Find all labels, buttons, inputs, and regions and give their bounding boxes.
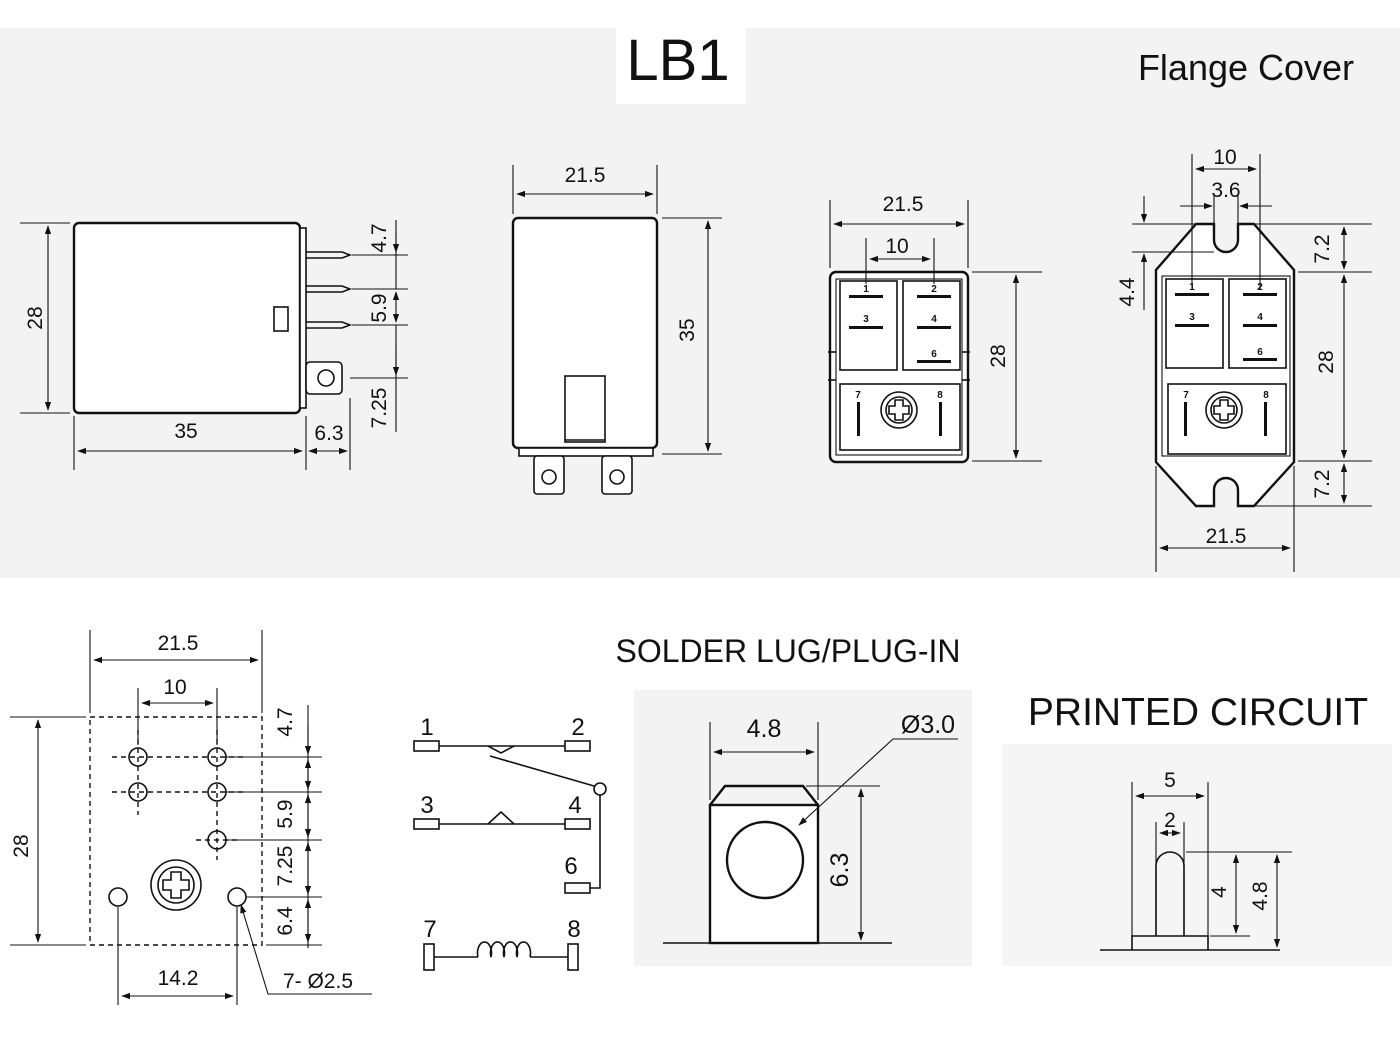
side-dim-4-7: 4.7 (368, 223, 391, 252)
bottom-dim-21-5: 21.5 (883, 193, 924, 216)
bottom-dim-10: 10 (885, 235, 908, 258)
fp-dim-10: 10 (163, 676, 186, 699)
solder-lug-label: SOLDER LUG/PLUG-IN (616, 633, 961, 669)
fp-dim-6-4: 6.4 (274, 906, 297, 936)
side-dim-7-25: 7.25 (368, 388, 391, 429)
fp-hole-note: 7- Ø2.5 (283, 970, 353, 993)
lug-dim-6-3: 6.3 (826, 853, 854, 888)
bottom-dim-28: 28 (987, 344, 1010, 367)
sch-pin-4: 4 (568, 792, 581, 819)
pcb-dim-2: 2 (1164, 809, 1176, 832)
sch-pin-3: 3 (420, 792, 433, 819)
pcb-panel (1002, 744, 1392, 966)
side-view: 28 35 6.3 4.7 5.9 7.25 (20, 220, 408, 470)
fp-dim-21-5: 21.5 (158, 632, 199, 655)
front-dim-35: 35 (676, 318, 699, 341)
flange-dim-7-2-top: 7.2 (1311, 234, 1334, 263)
lug-hole-dia: Ø3.0 (901, 711, 955, 739)
fp-dim-7-25: 7.25 (274, 846, 297, 887)
fv-pin-8: 8 (1263, 390, 1269, 401)
front-dim-21-5: 21.5 (565, 164, 606, 187)
printed-circuit-label: PRINTED CIRCUIT (1028, 691, 1368, 734)
flange-dim-7-2-bot: 7.2 (1311, 469, 1334, 498)
fv-pin-4: 4 (1257, 312, 1263, 323)
flange-dim-28: 28 (1315, 350, 1338, 373)
flange-dim-3-6: 3.6 (1211, 179, 1240, 202)
bv-pin-4: 4 (931, 314, 937, 325)
pcb-footprint: 21.5 10 28 4.7 5.9 7.25 6.4 14.2 7- Ø2 (10, 630, 372, 1005)
bv-pin-2: 2 (931, 284, 937, 295)
fv-pin-7: 7 (1183, 390, 1189, 401)
title-box (616, 20, 746, 104)
flange-dim-21-5: 21.5 (1206, 525, 1247, 548)
side-dim-6-3: 6.3 (314, 422, 343, 445)
fp-dim-28: 28 (10, 834, 33, 857)
sch-pin-8: 8 (567, 916, 580, 943)
sch-pin-2: 2 (571, 714, 584, 741)
bv-pin-1: 1 (863, 284, 869, 295)
solder-lug-detail: 4.8 Ø3.0 6.3 (663, 711, 958, 945)
pcb-pin-detail: 5 2 4 4.8 (1100, 769, 1292, 951)
fp-dim-14-2: 14.2 (158, 967, 199, 990)
fv-pin-6: 6 (1257, 347, 1263, 358)
bv-pin-6: 6 (931, 349, 937, 360)
sch-pin-6: 6 (564, 853, 577, 880)
fv-pin-3: 3 (1189, 312, 1195, 323)
lug-dim-4-8: 4.8 (747, 715, 782, 743)
flange-dim-4-4: 4.4 (1116, 277, 1139, 307)
title: LB1 (626, 28, 729, 93)
contact-schematic: 1 2 3 4 6 7 8 (413, 714, 607, 971)
front-view: 21.5 35 (511, 164, 722, 495)
sch-pin-1: 1 (420, 714, 433, 741)
bv-pin-3: 3 (863, 314, 869, 325)
bottom-view: 1 2 3 4 6 7 8 21.5 10 28 (828, 193, 1042, 464)
side-dim-28: 28 (24, 306, 47, 329)
flange-cover-label: Flange Cover (1138, 47, 1354, 88)
side-dim-5-9: 5.9 (368, 293, 391, 322)
side-dim-35: 35 (174, 420, 197, 443)
bv-pin-7: 7 (855, 390, 861, 401)
bv-pin-8: 8 (937, 390, 943, 401)
fp-dim-5-9: 5.9 (274, 799, 297, 828)
pcb-dim-4: 4 (1208, 886, 1231, 898)
flange-dim-10: 10 (1213, 146, 1236, 169)
pcb-dim-5: 5 (1164, 769, 1176, 792)
fp-dim-4-7: 4.7 (274, 707, 297, 736)
sch-pin-7: 7 (423, 916, 436, 943)
pcb-dim-4-8: 4.8 (1249, 881, 1272, 910)
flange-view: 1 2 3 4 6 7 8 10 3.6 4.4 7.2 28 (1116, 146, 1372, 572)
